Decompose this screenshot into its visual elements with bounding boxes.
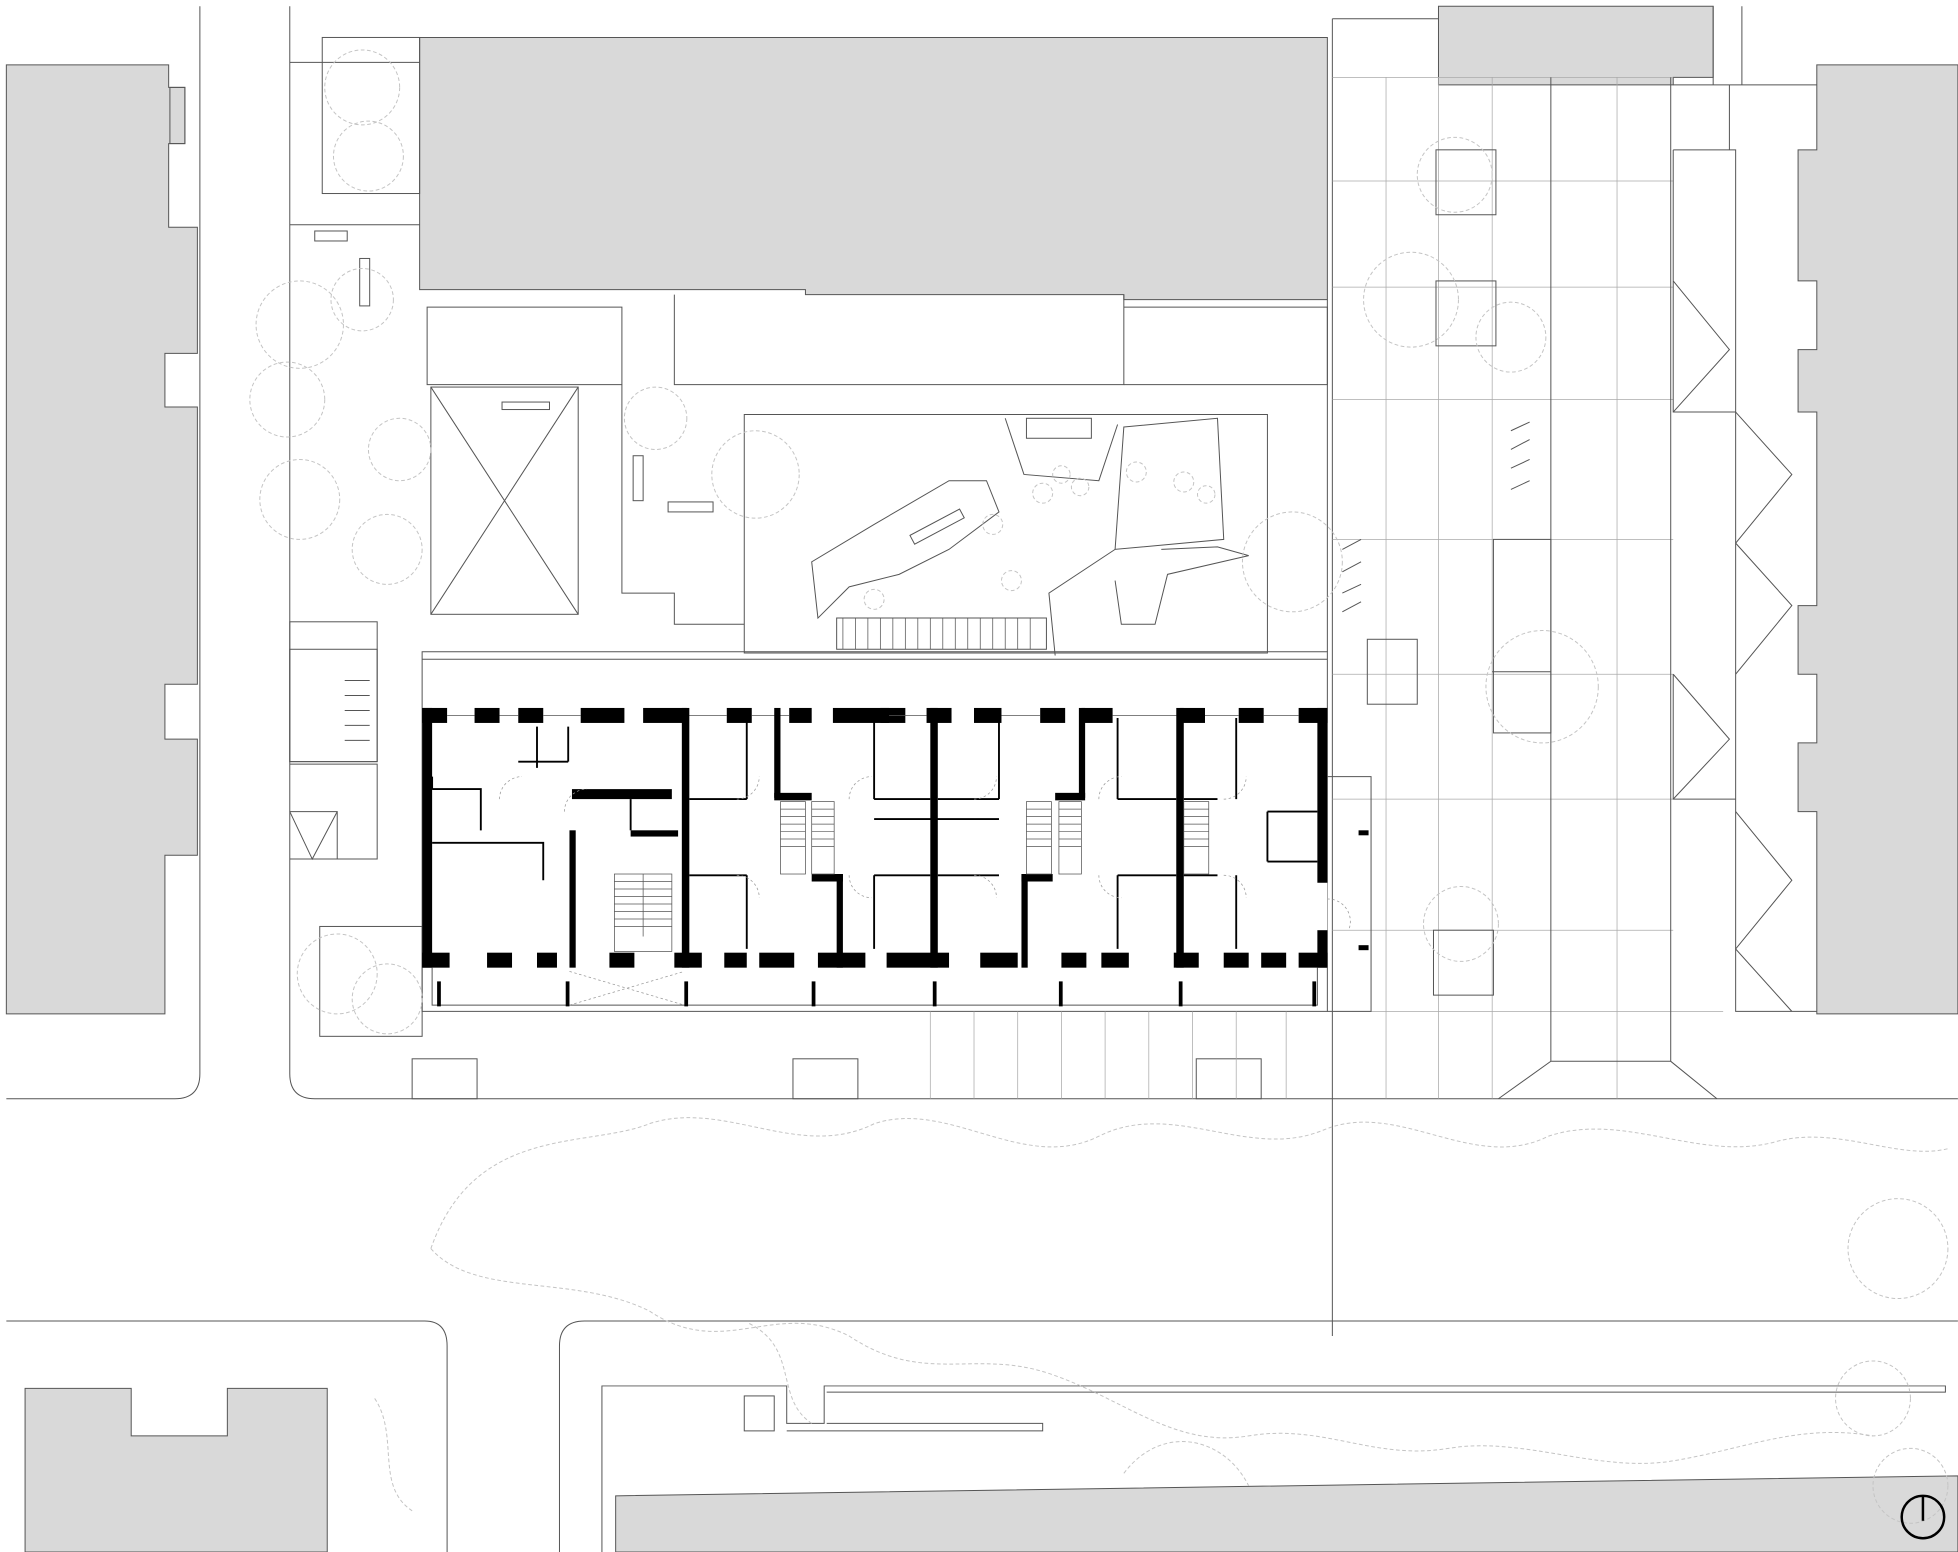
- building-southwest: [24, 1387, 328, 1552]
- building-north: [419, 36, 1328, 301]
- north-arrow-icon: [1900, 1494, 1946, 1540]
- stairs: [614, 801, 1210, 952]
- building-floor-plan: [422, 707, 1372, 1012]
- building-west: [5, 64, 198, 1015]
- site-linework: [6, 6, 1958, 1552]
- trees: [249, 49, 1949, 1524]
- building-south: [615, 1475, 1958, 1552]
- building-northeast: [1437, 5, 1714, 86]
- building-east: [1797, 64, 1958, 1015]
- neighbour-buildings: [5, 5, 1958, 1552]
